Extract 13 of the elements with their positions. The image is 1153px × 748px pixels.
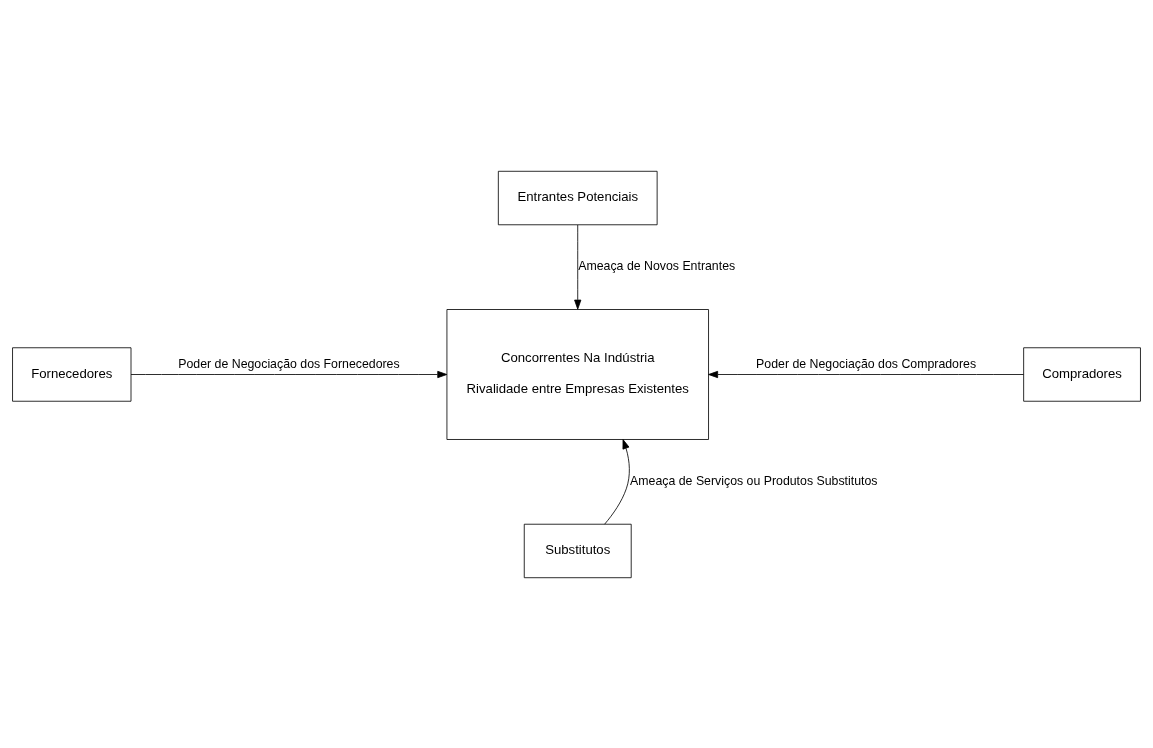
node-box: Concorrentes Na Indústria Rivalidade entre Empresas Existentes [446, 308, 709, 440]
node-box: Entrantes Potenciais [497, 170, 658, 225]
edge-label: Ameaça de Serviços ou Produtos Substitutos [630, 473, 878, 488]
arrow [708, 370, 1024, 378]
node-box: Substitutos [523, 523, 632, 578]
arrow [574, 224, 582, 310]
arrow [604, 438, 630, 525]
edge-label: Poder de Negociação dos Compradores [756, 356, 977, 371]
arrow [130, 370, 448, 378]
edge-label: Ameaça de Novos Entrantes [578, 258, 736, 273]
node-box: Compradores [1023, 346, 1141, 402]
edge-label: Poder de Negociação dos Fornecedores [178, 356, 400, 371]
node-box: Fornecedores [12, 346, 132, 402]
